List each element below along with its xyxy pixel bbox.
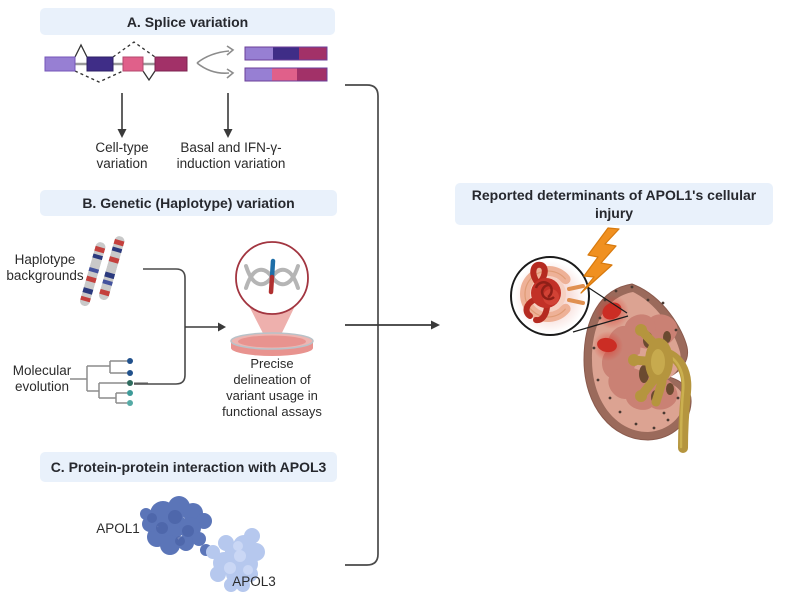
branch-arrows-icon — [196, 45, 235, 79]
outcome-title: Reported determinants of APOL1's cellula… — [455, 183, 773, 225]
apol3-protein-shading — [224, 541, 253, 575]
exon-3 — [122, 56, 144, 72]
chromosome-icon — [78, 235, 126, 308]
apol1-protein-shading — [147, 510, 194, 546]
magnifier-funnel — [249, 306, 295, 343]
exon-4 — [154, 56, 188, 72]
lightning-bolt-icon — [580, 227, 620, 294]
panel-b-bracket — [134, 268, 226, 385]
haplotype-backgrounds-label: Haplotype backgrounds — [6, 252, 84, 283]
basal-ifn-variation-label: Basal and IFN-γ- induction variation — [176, 140, 286, 171]
kidney-icon — [583, 283, 692, 453]
panel-c-title: C. Protein-protein interaction with APOL… — [40, 452, 337, 482]
kidney-pelvis — [628, 324, 692, 453]
down-arrow-basal — [223, 93, 233, 138]
zoom-wedge-lines — [572, 285, 629, 333]
magnifier-dna-icon — [235, 241, 309, 343]
phylogenetic-tree-icon — [70, 358, 148, 406]
assay-caption: Precise delineation of variant usage in … — [222, 356, 322, 419]
kidney-injury-spot-2 — [597, 337, 617, 353]
splice-arcs — [74, 41, 156, 83]
molecular-evolution-label: Molecular evolution — [12, 363, 72, 394]
pre-mrna-diagram-icon — [44, 41, 188, 83]
cell-type-variation-label: Cell-type variation — [95, 140, 149, 171]
petri-dish-icon — [230, 332, 314, 356]
mrna-isoform-1-icon — [244, 46, 328, 61]
main-bracket — [345, 84, 440, 566]
exon-2 — [86, 56, 114, 72]
apol3-label: APOL3 — [232, 574, 276, 589]
exon-1 — [44, 56, 76, 72]
panel-a-title: A. Splice variation — [40, 8, 335, 35]
apol1-label: APOL1 — [96, 521, 140, 536]
glomerulus-icon — [510, 256, 590, 336]
apol1-protein-icon — [140, 496, 212, 556]
panel-b-title: B. Genetic (Haplotype) variation — [40, 190, 337, 216]
down-arrow-cell-type — [117, 93, 127, 138]
mrna-isoform-2-icon — [244, 67, 328, 82]
